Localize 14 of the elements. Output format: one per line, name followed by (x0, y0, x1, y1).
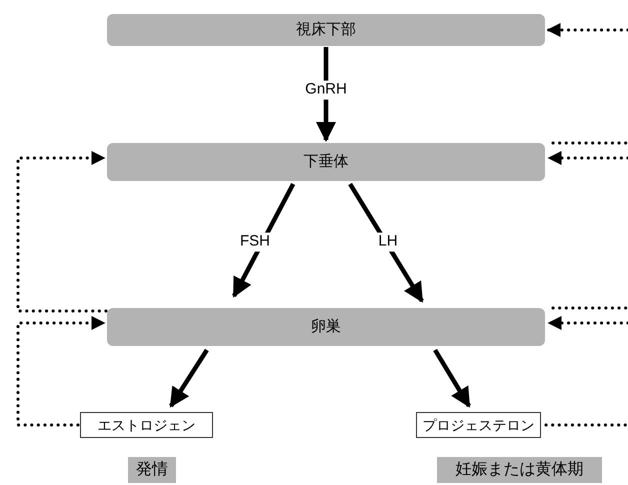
process-band: 下垂体 (107, 143, 545, 181)
hormone-box: エストロジェン (80, 412, 213, 438)
hormone-box: プロジェステロン (416, 412, 541, 438)
dotted-arrow (16, 151, 108, 313)
arrow (433, 348, 471, 408)
state-tag: 発情 (128, 457, 176, 483)
dotted-arrow (548, 316, 628, 330)
dotted-arrow (548, 151, 628, 165)
dotted-arrow (16, 316, 106, 426)
process-band: 視床下部 (107, 14, 545, 46)
process-band: 卵巣 (107, 308, 545, 346)
arrow (169, 348, 209, 408)
dotted-arrow (546, 23, 628, 37)
state-tag: 妊娠または黄体期 (437, 457, 602, 483)
